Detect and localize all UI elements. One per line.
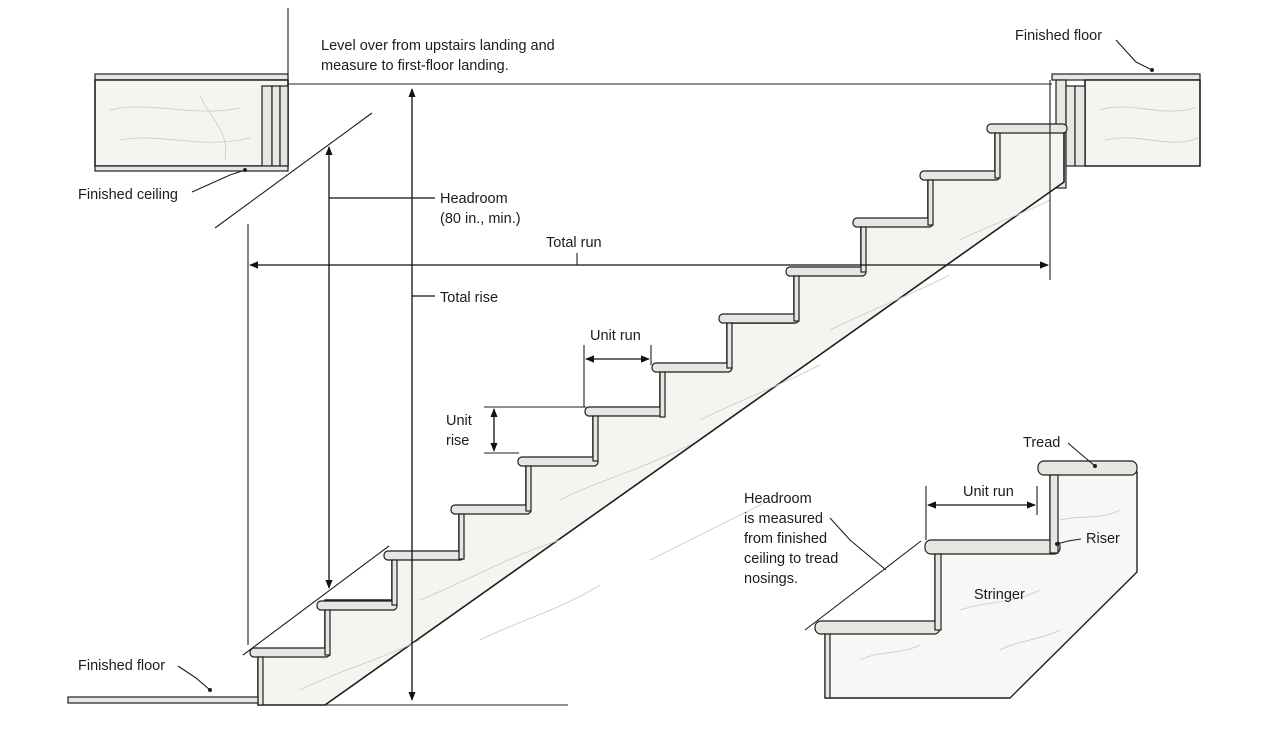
detail-tread-leader [1067,442,1096,467]
level-over-label-line1: Level over from upstairs landing and [321,38,555,54]
tread-4 [450,504,532,515]
detail-middle-tread [924,539,1061,555]
headroom-label-line1: Headroom [440,191,508,207]
detail-stringer [824,471,1138,699]
tread-12 [986,123,1068,134]
unit-run-label: Unit run [590,328,641,344]
upper-left-floor-framing [94,8,289,172]
detail-headroom-note-line2: is measured [744,511,823,527]
tread-6 [584,406,666,417]
finished-ceiling-label: Finished ceiling [78,187,178,203]
tread-2 [316,600,398,611]
tread-1 [249,647,331,658]
unit-rise-label-line1: Unit [446,413,472,429]
level-over-label-line2: measure to first-floor landing. [321,58,509,74]
detail-stringer-label: Stringer [974,587,1025,603]
detail-headroom-note-line1: Headroom [744,491,812,507]
detail-headroom-note-line4: ceiling to tread [744,551,838,567]
detail-headroom-leader [829,517,887,571]
headroom-ceiling-line [214,112,373,229]
tread-5 [517,456,599,467]
total-rise-label: Total rise [440,290,498,306]
unit-rise-label-line2: rise [446,433,469,449]
detail-headroom-note-line3: from finished [744,531,827,547]
detail-headroom-line [804,540,922,631]
headroom-nosing-line [242,545,390,656]
tread-7 [651,362,733,373]
finished-floor-bottom-leader [177,665,211,691]
finished-floor-top-label: Finished floor [1015,28,1102,44]
tread-11 [919,170,1001,181]
finished-floor-top-leader [1115,39,1153,71]
detail-lower-tread [814,620,941,635]
detail-riser-label: Riser [1086,531,1120,547]
tread-3 [383,550,465,561]
total-run-label: Total run [546,235,602,251]
finished-ceiling-leader [191,169,246,193]
headroom-label-line2: (80 in., min.) [440,211,521,227]
finished-floor-bottom-label: Finished floor [78,658,165,674]
detail-riser [1049,474,1059,554]
upper-right-landing-framing [1051,73,1201,189]
bottom-floor [67,696,568,706]
detail-unit-run-label: Unit run [963,484,1014,500]
tread-10 [852,217,934,228]
tread-9 [785,266,867,277]
detail-view [804,442,1138,699]
detail-riser-leader [1056,538,1082,545]
main-staircase [249,123,1068,706]
tread-8 [718,313,800,324]
detail-tread-label: Tread [1023,435,1060,451]
detail-headroom-note-line5: nosings. [744,571,798,587]
detail-upper-tread [1037,460,1138,476]
